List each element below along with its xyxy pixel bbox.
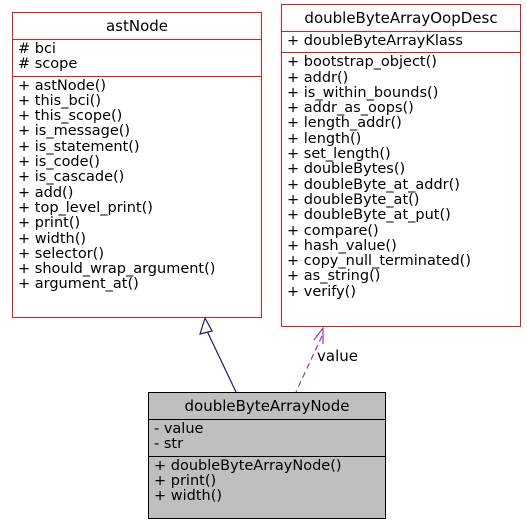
method: + verify() xyxy=(287,283,356,300)
method: + is_cascade() xyxy=(18,169,125,186)
method: + top_level_print() xyxy=(18,199,153,216)
class-doublebytearraynode-attributes: - value - str xyxy=(149,419,385,456)
method: + is_statement() xyxy=(18,138,140,155)
method: + doubleByteArrayNode() xyxy=(154,457,342,474)
method: + compare() xyxy=(287,222,379,239)
method: + width() xyxy=(18,230,87,247)
method: + should_wrap_argument() xyxy=(18,261,216,278)
usage-edge-label: value xyxy=(317,347,358,365)
attribute: # bci xyxy=(18,41,56,57)
method: + is_within_bounds() xyxy=(287,84,439,101)
attribute: + doubleByteArrayKlass xyxy=(287,33,463,49)
method: + doubleByte_at_addr() xyxy=(287,176,460,193)
class-astnode-attributes: # bci # scope xyxy=(13,39,261,76)
inheritance-arrowhead xyxy=(199,316,213,335)
method: + print() xyxy=(154,472,217,489)
method: + set_length() xyxy=(287,146,391,163)
method: + is_message() xyxy=(18,123,131,140)
method: + print() xyxy=(18,215,81,232)
attribute: - value xyxy=(154,421,204,437)
class-astnode[interactable]: astNode # bci # scope + astNode() + this… xyxy=(12,12,262,318)
method: + hash_value() xyxy=(287,237,397,254)
class-astnode-name: astNode xyxy=(105,17,169,35)
method: + this_scope() xyxy=(18,108,123,125)
method: + length_addr() xyxy=(287,115,402,132)
method: + this_bci() xyxy=(18,92,101,109)
usage-edge xyxy=(295,335,323,393)
method: + copy_null_terminated() xyxy=(287,253,471,270)
method: + addr_as_oops() xyxy=(287,100,414,117)
method: + length() xyxy=(287,130,362,147)
method: + add() xyxy=(18,184,74,201)
method: + doubleByte_at() xyxy=(287,191,420,208)
usage-arrowhead xyxy=(313,326,324,344)
method: + width() xyxy=(154,488,223,505)
class-doublebytearrayoopdesc-methods: + bootstrap_object() + addr() + is_withi… xyxy=(282,52,520,303)
method: + bootstrap_object() xyxy=(287,54,437,71)
inheritance-edge xyxy=(206,330,237,393)
method: + as_string() xyxy=(287,268,381,285)
method: + selector() xyxy=(18,245,104,262)
method: + doubleBytes() xyxy=(287,161,406,178)
attribute: # scope xyxy=(18,56,78,73)
class-doublebytearraynode-name: doubleByteArrayNode xyxy=(184,397,350,415)
method: + doubleByte_at_put() xyxy=(287,207,451,224)
method: + addr() xyxy=(287,69,349,86)
class-doublebytearraynode-methods: + doubleByteArrayNode() + print() + widt… xyxy=(149,455,385,508)
attribute: - str xyxy=(154,436,184,453)
class-astnode-methods: + astNode() + this_bci() + this_scope() … xyxy=(13,75,261,296)
class-doublebytearrayoopdesc[interactable]: doubleByteArrayOopDesc + doubleByteArray… xyxy=(281,4,521,327)
method: + argument_at() xyxy=(18,276,139,293)
class-doublebytearraynode[interactable]: doubleByteArrayNode - value - str + doub… xyxy=(148,392,386,519)
class-doublebytearrayoopdesc-attributes: + doubleByteArrayKlass xyxy=(282,31,520,52)
class-doublebytearrayoopdesc-name: doubleByteArrayOopDesc xyxy=(304,9,498,27)
method: + astNode() xyxy=(18,77,107,94)
method: + is_code() xyxy=(18,154,100,171)
